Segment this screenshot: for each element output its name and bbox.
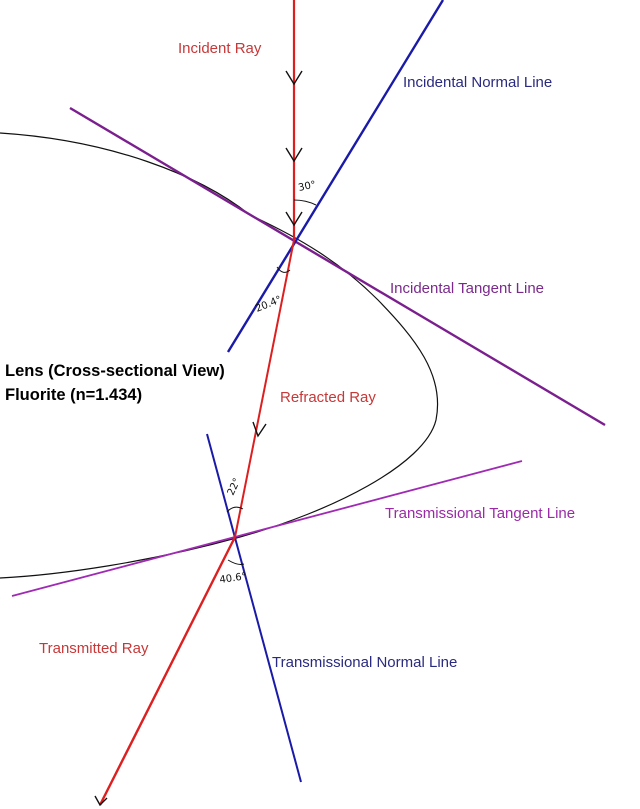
- diagram-title-line-1: Lens (Cross-sectional View): [5, 362, 225, 380]
- angle-label-internal: 22°: [226, 477, 243, 498]
- incidental-tangent-line-label: Incidental Tangent Line: [390, 280, 544, 297]
- incident-arrow-2: [285, 147, 303, 163]
- refracted-ray: [234, 239, 295, 538]
- incidental-normal-line-label: Incidental Normal Line: [403, 74, 552, 91]
- diagram-title-line-2: Fluorite (n=1.434): [5, 386, 142, 404]
- angle-label-incidence: 30°: [297, 179, 317, 193]
- transmissional-tangent-line-label: Transmissional Tangent Line: [385, 505, 575, 522]
- transmissional-normal-line-label: Transmissional Normal Line: [272, 654, 457, 671]
- lens-outline: [0, 132, 439, 579]
- angle-label-transmission: 40.6°: [219, 571, 248, 586]
- incidental-normal-line: [226, 0, 445, 353]
- angle-arc-incidence: [293, 199, 317, 206]
- transmitted-arrow: [94, 795, 108, 807]
- transmissional-normal-line: [206, 433, 302, 783]
- transmitted-ray: [98, 536, 237, 806]
- refracted-arrow: [252, 421, 267, 438]
- incident-arrow-3: [285, 211, 303, 227]
- angle-arc-transmission: [227, 559, 245, 565]
- incident-ray-label: Incident Ray: [178, 40, 262, 57]
- refracted-ray-label: Refracted Ray: [280, 389, 376, 406]
- incidental-tangent-line: [69, 106, 606, 427]
- transmitted-ray-label: Transmitted Ray: [39, 640, 149, 657]
- transmissional-tangent-line: [11, 460, 523, 597]
- angle-arc-refraction: [276, 266, 291, 273]
- angle-arc-internal: [226, 506, 244, 513]
- incident-arrow-1: [285, 70, 303, 86]
